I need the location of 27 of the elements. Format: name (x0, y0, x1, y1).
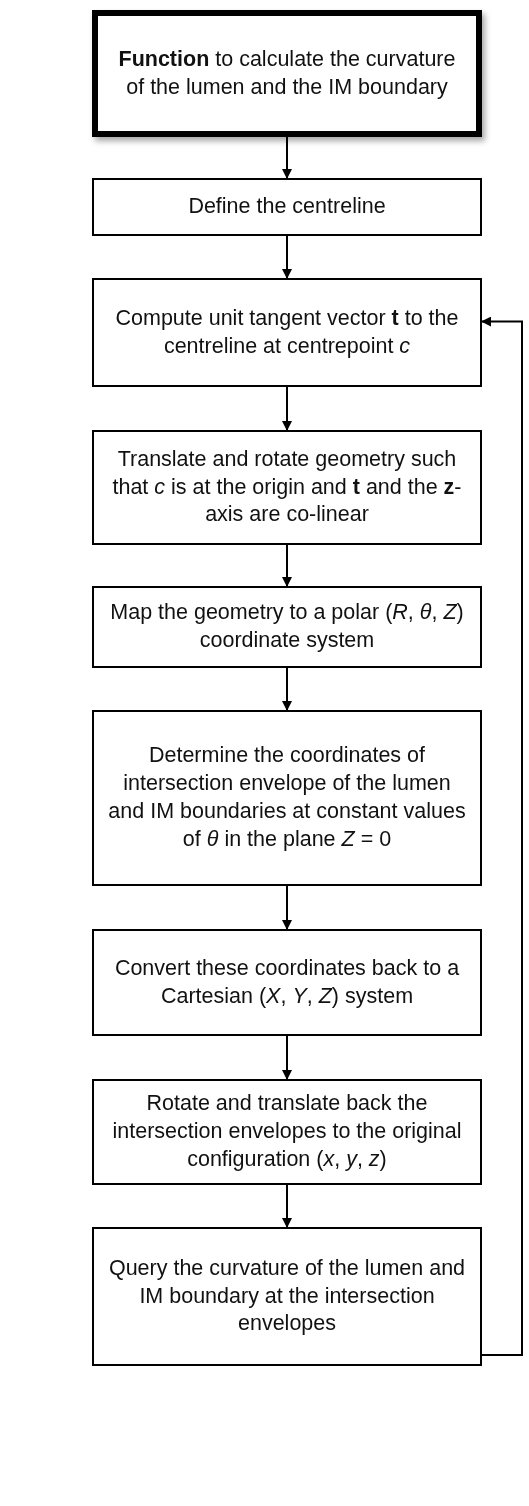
step-text: Define the centreline (188, 193, 386, 221)
step-text: Compute unit tangent vector t to the centreline at centrepoint c (114, 304, 460, 360)
step-text: Rotate and translate back the intersection envelopes to the original configuration (x, y, z) (111, 1090, 463, 1173)
arrow (282, 544, 292, 587)
arrow (282, 1184, 292, 1228)
arrow (282, 136, 292, 179)
arrow (282, 1035, 292, 1080)
step-text: Translate and rotate geometry such that c is at the origin and t and the z-axis are co-linear (111, 445, 463, 529)
arrow (282, 386, 292, 431)
arrow (282, 235, 292, 279)
process-box (92, 1227, 482, 1366)
process-box (92, 929, 482, 1036)
process-box (92, 10, 482, 137)
step-text: Map the geometry to a polar (R, θ, Z) coordinate system (109, 599, 465, 654)
process-box (92, 278, 482, 387)
process-box (92, 430, 482, 545)
process-box (92, 1079, 482, 1185)
process-box (92, 586, 482, 668)
process-box (92, 710, 482, 886)
step-text: Query the curvature of the lumen and IM boundary at the intersection envelopes (108, 1254, 466, 1338)
process-box (92, 178, 482, 236)
step-text: Function to calculate the curvature of the lumen and the IM boundary (117, 45, 457, 101)
step-text: Determine the coordinates of intersection envelope of the lumen and IM boundaries at constant values of θ in the plane Z = 0 (108, 742, 466, 853)
arrow (282, 885, 292, 930)
arrow (282, 667, 292, 711)
step-text: Convert these coordinates back to a Cartesian (X, Y, Z) system (113, 954, 461, 1010)
arrow (481, 316, 523, 1356)
